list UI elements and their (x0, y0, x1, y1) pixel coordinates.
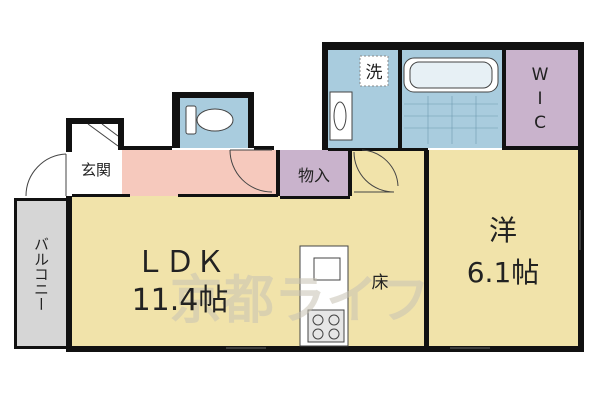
western-room-area (428, 150, 580, 348)
bathtub-icon (403, 57, 499, 93)
washroom-label-box (359, 55, 389, 87)
wic-label-i: I (537, 89, 542, 109)
entrance-area (72, 150, 120, 196)
balcony-area (16, 200, 66, 348)
door-swings (25, 123, 399, 197)
floor-storage-label: 床 (372, 273, 389, 293)
kitchen-counter (299, 245, 349, 347)
bath-floor-tiles (404, 96, 498, 144)
walls (14, 42, 584, 352)
hall-lower-area (350, 150, 426, 196)
entrance-label: 玄関 (81, 161, 111, 179)
sink-icon (313, 257, 341, 281)
hallway-area (122, 150, 278, 196)
ldk-area (72, 196, 426, 348)
ldk-size: 11.4帖 (132, 283, 229, 318)
washroom-label: 洗 (366, 63, 383, 83)
windows (226, 210, 581, 349)
wic-label-w: W (532, 65, 549, 85)
western-room-size: 6.1帖 (467, 256, 540, 289)
storage-label: 物入 (298, 166, 330, 185)
ldk-name: ＬＤＫ (135, 245, 225, 280)
balcony-label: バルコニー (32, 237, 50, 312)
wic-label-c: C (534, 113, 546, 133)
watermark: 京都ライフ (170, 271, 430, 331)
western-room-name: 洋 (489, 214, 517, 247)
washbasin-icon (329, 91, 353, 141)
storage-area (280, 150, 348, 196)
shoe-box (72, 122, 120, 148)
wic-area (505, 50, 580, 148)
toilet-icon (185, 105, 234, 135)
stove-icon (307, 309, 345, 343)
